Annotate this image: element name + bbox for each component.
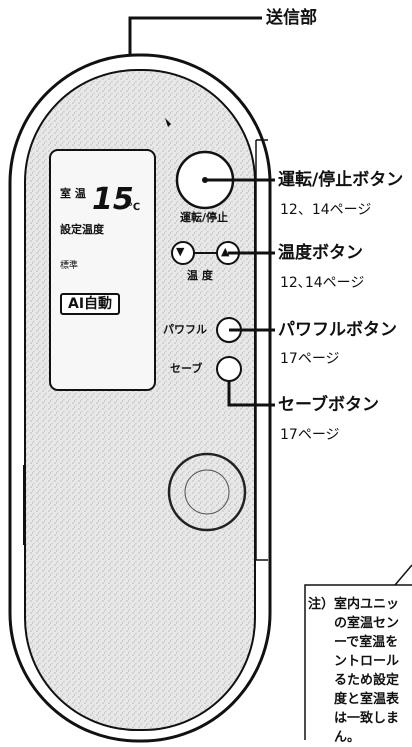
callout-transmitter: 送信部: [266, 8, 317, 28]
lcd-mode-small: 標準: [60, 261, 79, 271]
temp-button-label: 温 度: [187, 269, 213, 282]
powerful-button-label: パワフル: [163, 323, 207, 336]
lcd-room-temp-label: 室 温: [60, 187, 86, 200]
temp-down-icon[interactable]: ▼: [176, 245, 185, 258]
power-button-label: 運転/停止: [180, 211, 229, 224]
callout-temp-button: 温度ボタン: [278, 243, 363, 263]
temp-up-icon[interactable]: ▲: [221, 245, 230, 258]
leader-transmitter: [128, 16, 262, 55]
leader-save: [227, 381, 275, 407]
note-box-border: [304, 584, 412, 740]
callout-temp-pages: 12､14ページ: [280, 275, 365, 291]
lcd-temp-unit: ℃: [128, 202, 141, 213]
transmitter-window: [165, 118, 171, 127]
lcd-mode-badge: AI自動: [60, 293, 121, 315]
save-button-label: セーブ: [170, 362, 203, 375]
callout-power-button: 運転/停止ボタン: [278, 170, 404, 190]
powerful-button[interactable]: [217, 318, 241, 342]
callout-powerful-pages: 17ページ: [280, 351, 340, 367]
power-button[interactable]: [177, 152, 233, 208]
callout-power-pages: 12、14ページ: [280, 202, 372, 218]
note-text: 注）室内ユニッ の室温セン ーで室温を ントロール るため設定 度と室温表 は一…: [308, 597, 400, 745]
callout-save-button: セーブボタン: [278, 395, 379, 415]
lcd-panel: [49, 149, 156, 391]
callout-save-pages: 17ページ: [280, 427, 340, 443]
dial-ring: [167, 452, 247, 532]
lcd-temp-value: 15: [92, 182, 134, 217]
lcd-set-temp-label: 設定温度: [60, 223, 104, 236]
save-button[interactable]: [217, 357, 241, 381]
callout-powerful-button: パワフルボタン: [278, 320, 397, 340]
